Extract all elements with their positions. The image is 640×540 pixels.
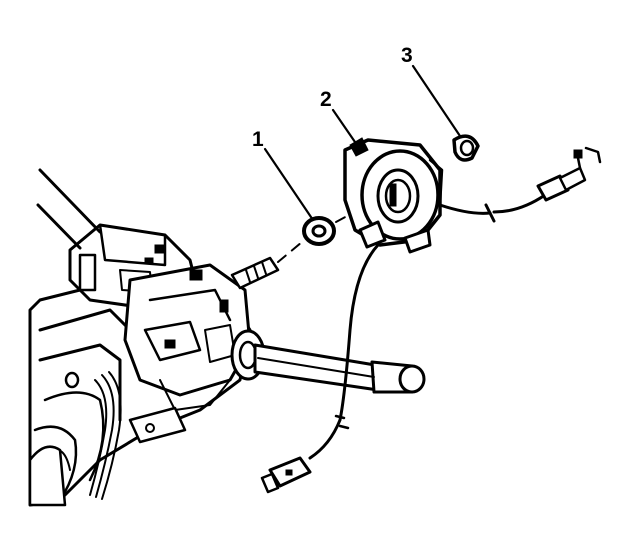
retainer-clip-part-3 <box>452 134 480 162</box>
clock-spring-part-2 <box>260 137 602 494</box>
callout-leaders <box>263 64 462 222</box>
leader-line-3 <box>411 64 462 138</box>
leader-line-1 <box>263 147 315 222</box>
multifunction-lever <box>253 343 426 394</box>
callout-3: 3 <box>401 44 413 67</box>
leader-line-2 <box>331 108 357 144</box>
callout-labels: 1 2 3 <box>252 44 413 151</box>
callout-1: 1 <box>252 128 264 151</box>
steering-column-assembly <box>28 168 280 507</box>
callout-2: 2 <box>320 88 332 111</box>
